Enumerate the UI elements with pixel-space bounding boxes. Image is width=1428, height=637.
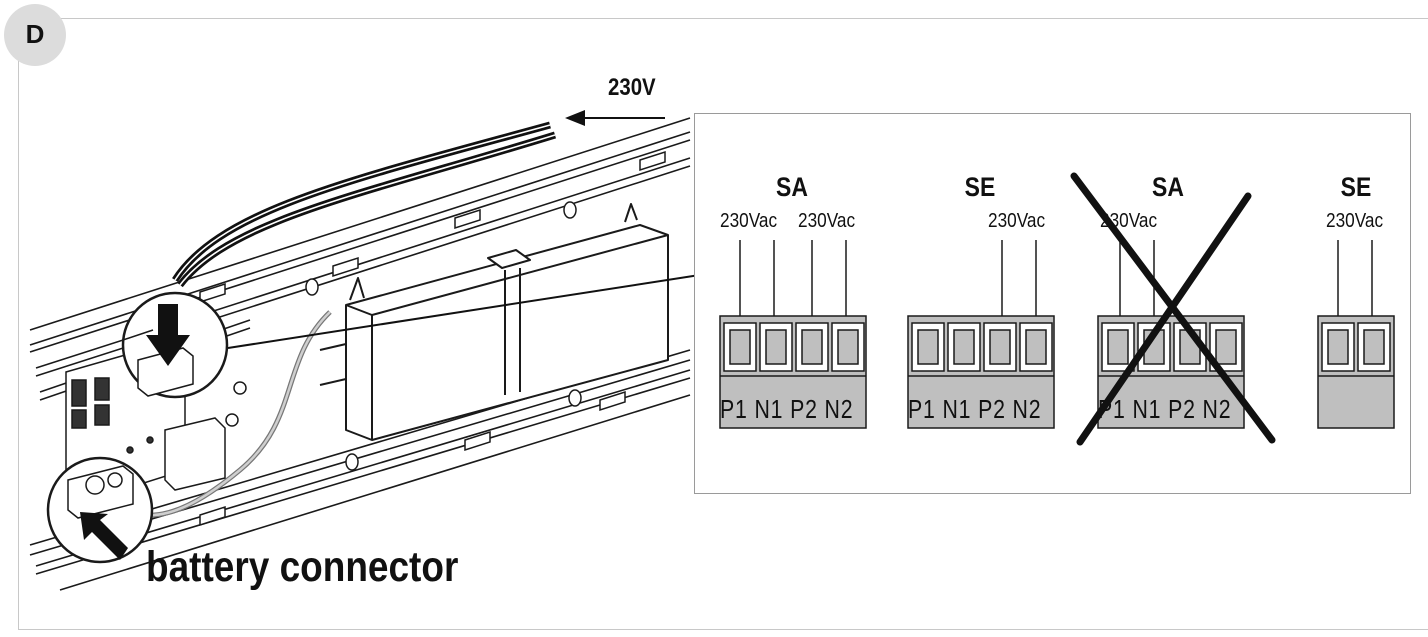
block-1-terminals: P1 N1 P2 N2 — [720, 394, 854, 424]
block-4-vac: 230Vac — [1326, 210, 1384, 232]
block-4-title: SE — [1340, 172, 1372, 202]
figure-letter: D — [25, 19, 45, 49]
figure-frame — [18, 18, 1428, 630]
block-2-title: SE — [964, 172, 996, 202]
block-1-vac-left: 230Vac — [720, 210, 778, 232]
block-1-vac-right: 230Vac — [798, 210, 856, 232]
block-3-terminals: P1 N1 P2 N2 — [1098, 394, 1232, 424]
battery-connector-label: battery connector — [146, 543, 459, 591]
supply-voltage-label: 230V — [608, 74, 656, 101]
block-3-title: SA — [1152, 172, 1184, 202]
figure-badge: D — [4, 4, 66, 66]
terminal-inset — [694, 113, 1411, 494]
block-1-title: SA — [776, 172, 808, 202]
block-2-terminals: P1 N1 P2 N2 — [908, 394, 1042, 424]
block-2-vac: 230Vac — [988, 210, 1046, 232]
